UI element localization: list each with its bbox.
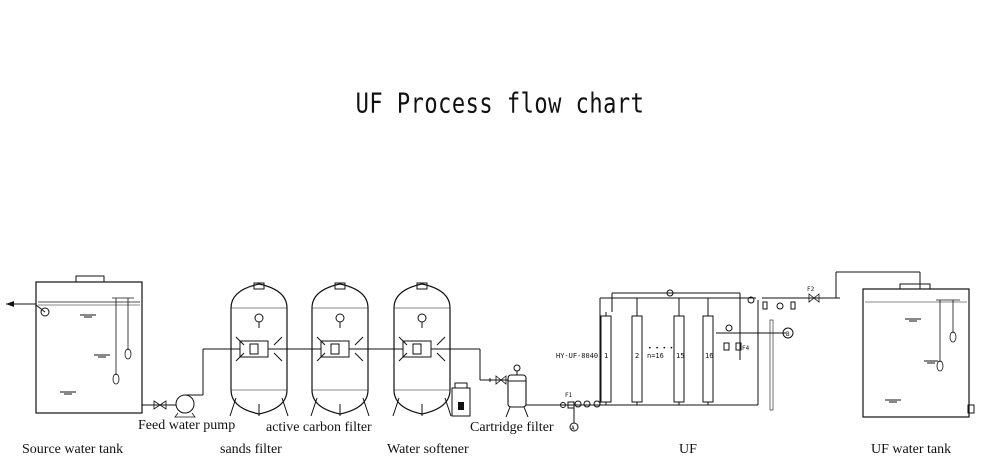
label-feed-water-pump: Feed water pump (138, 418, 236, 433)
label-water-softener: Water softener (387, 442, 469, 457)
cartridge-filter (489, 364, 600, 418)
flowmeter-f4-label: F4 (742, 345, 750, 352)
uf-module-2-label: 2 (635, 352, 639, 360)
diagram-title: UF Process flow chart (355, 88, 645, 121)
label-active-carbon-filter: active carbon filter (266, 420, 372, 435)
uf-dots: • • • • (648, 345, 673, 352)
label-uf: UF (679, 442, 697, 457)
uf-water-tank (808, 271, 975, 418)
label-uf-water-tank: UF water tank (871, 442, 952, 457)
vessel-carbon-filter (310, 282, 370, 417)
label-sands-filter: sands filter (220, 442, 282, 457)
svg-text:B: B (786, 331, 790, 338)
flowmeter-f2-label: F2 (807, 286, 815, 293)
uf-module-15-label: 15 (676, 352, 684, 360)
uf-model-label: HY-UF-8040 (556, 352, 598, 360)
brine-tank (451, 382, 471, 417)
vessel-sands-filter (229, 282, 289, 417)
svg-text:A: A (571, 425, 575, 432)
label-cartridge-filter: Cartridge filter (470, 420, 554, 435)
uf-count-label: n=16 (647, 352, 664, 360)
uf-module-1-label: 1 (604, 352, 608, 360)
feed-water-pump (142, 348, 240, 418)
uf-module-16-label: 16 (705, 352, 713, 360)
vessel-water-softener (392, 282, 452, 417)
flowmeter-f1-label: F1 (565, 392, 573, 399)
label-source-water-tank: Source water tank (22, 442, 124, 457)
source-water-tank (6, 275, 143, 414)
vessel-pipes (268, 348, 508, 381)
uf-system: B A (560, 289, 840, 432)
